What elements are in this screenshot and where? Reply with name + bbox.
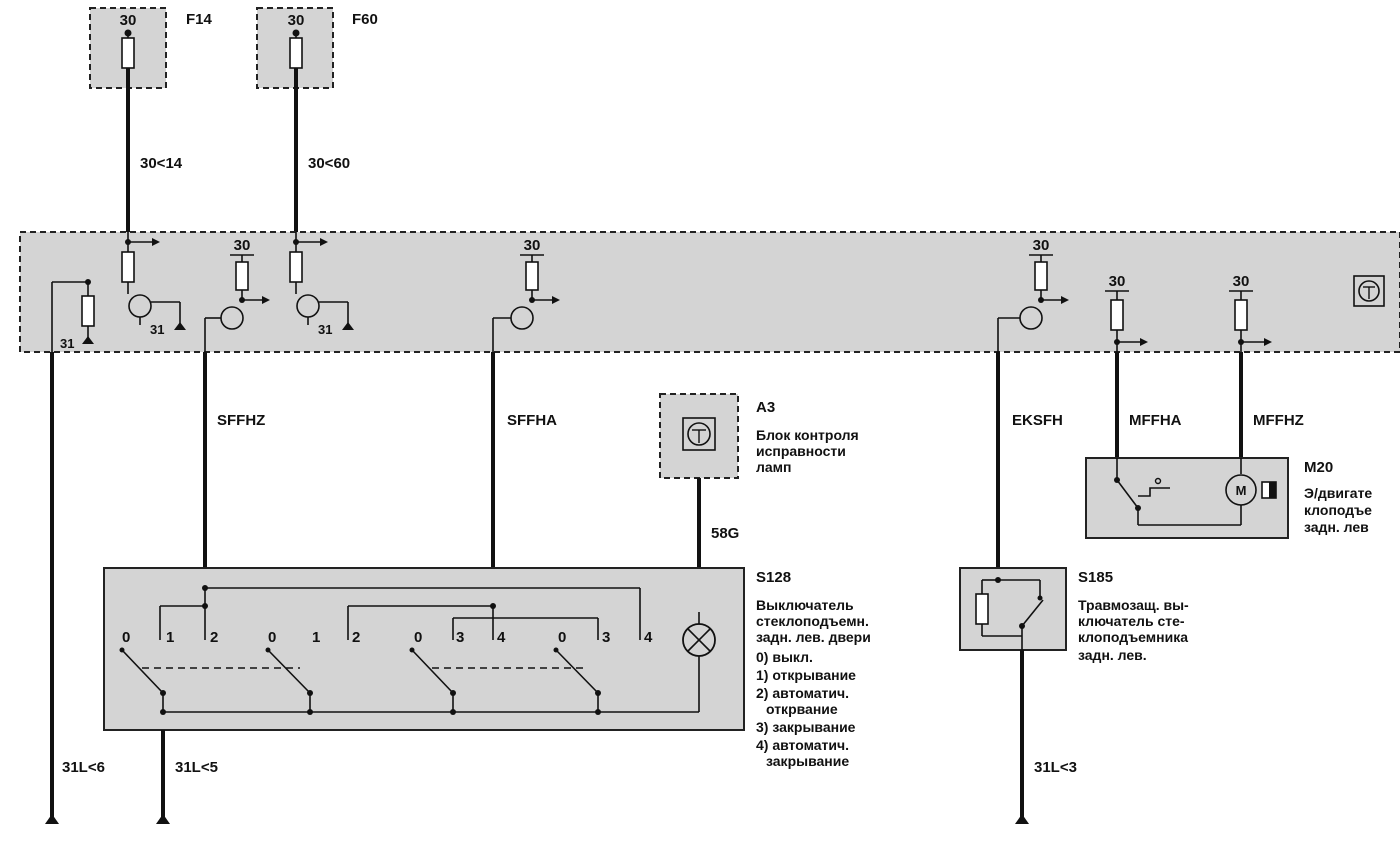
fuse-f14: 30 F14	[89, 7, 213, 89]
term-30-eksfh: 30	[1033, 237, 1050, 254]
pos-3-c: 3	[456, 629, 464, 646]
wire-30-60: 30<60	[308, 155, 350, 172]
pos-0-b: 0	[268, 629, 276, 646]
wire-31l-3: 31L<3	[1034, 759, 1077, 776]
s185-id: S185	[1078, 569, 1113, 586]
s128-desc-3: задн. лев. двери	[756, 629, 871, 645]
wire-30-14: 30<14	[140, 155, 183, 172]
s185-desc-4: задн. лев.	[1078, 647, 1147, 663]
s185-desc-3: клоподъемника	[1078, 629, 1188, 645]
control-module: 31 31 30 3	[19, 231, 1400, 353]
gnd-31-b: 31	[150, 322, 164, 337]
s185-desc-1: Травмозащ. вы-	[1078, 597, 1189, 613]
s128-desc-8: 3) закрывание	[756, 719, 856, 735]
fuse-f60-label: F60	[352, 11, 378, 28]
term-30-sffha: 30	[524, 237, 541, 254]
gnd-31-a: 31	[60, 336, 74, 351]
wire-31l-5: 31L<5	[175, 759, 218, 776]
s128-desc-5: 1) открывание	[756, 667, 856, 683]
wire-mffhz: MFFHZ	[1253, 412, 1304, 429]
wire-sffha: SFFHA	[507, 412, 557, 429]
motor-m-symbol: M	[1236, 483, 1247, 498]
gnd-31-c: 31	[318, 322, 332, 337]
fuse-f14-label: F14	[186, 11, 213, 28]
pos-2-a: 2	[210, 629, 218, 646]
pos-0-c: 0	[414, 629, 422, 646]
s128-desc-7: открвание	[766, 701, 838, 717]
term-30-sffhz: 30	[234, 237, 251, 254]
pos-1-a: 1	[166, 629, 174, 646]
wire-eksfh: EKSFH	[1012, 412, 1063, 429]
wire-31l-6: 31L<6	[62, 759, 105, 776]
s128-id: S128	[756, 569, 791, 586]
pos-4-c: 4	[497, 629, 506, 646]
s128-switch: 0 1 2 0 1 2 0 3 4 0 3 4	[103, 567, 745, 731]
pos-3-d: 3	[602, 629, 610, 646]
a3-desc-2: исправности	[756, 443, 846, 459]
lamp-check-icon	[1353, 275, 1385, 307]
wire-58g: 58G	[711, 525, 739, 542]
m20-id: M20	[1304, 459, 1333, 476]
a3-id: A3	[756, 399, 775, 416]
s128-desc-1: Выключатель	[756, 597, 854, 613]
s128-desc-9: 4) автоматич.	[756, 737, 849, 753]
m20-motor-unit: M	[1085, 457, 1289, 539]
s128-desc-2: стеклоподъемн.	[756, 613, 869, 629]
pos-2-b: 2	[352, 629, 360, 646]
wire-sffhz: SFFHZ	[217, 412, 265, 429]
s128-desc-10: закрывание	[766, 753, 849, 769]
term-30-mffhz: 30	[1233, 273, 1250, 290]
s185-switch	[959, 567, 1067, 651]
wire-mffha: MFFHA	[1129, 412, 1182, 429]
pos-0-d: 0	[558, 629, 566, 646]
a3-lamp-check-unit: A3 Блок контроля исправности ламп	[659, 393, 859, 479]
s185-desc-2: ключатель сте-	[1078, 613, 1185, 629]
s128-desc-6: 2) автоматич.	[756, 685, 849, 701]
term-30-mffha: 30	[1109, 273, 1126, 290]
m20-desc-3: задн. лев	[1304, 519, 1369, 535]
pos-4-d: 4	[644, 629, 653, 646]
fuse-f60: 30 F60	[256, 7, 378, 89]
m20-desc-2: клоподъе	[1304, 502, 1372, 518]
fuse-f60-terminal: 30	[288, 12, 305, 29]
a3-desc-3: ламп	[756, 459, 792, 475]
fuse-f14-terminal: 30	[120, 12, 137, 29]
m20-desc-1: Э/двигате	[1304, 485, 1372, 501]
s128-desc-4: 0) выкл.	[756, 649, 813, 665]
pos-1-b: 1	[312, 629, 320, 646]
pos-0-a: 0	[122, 629, 130, 646]
a3-desc-1: Блок контроля	[756, 427, 859, 443]
